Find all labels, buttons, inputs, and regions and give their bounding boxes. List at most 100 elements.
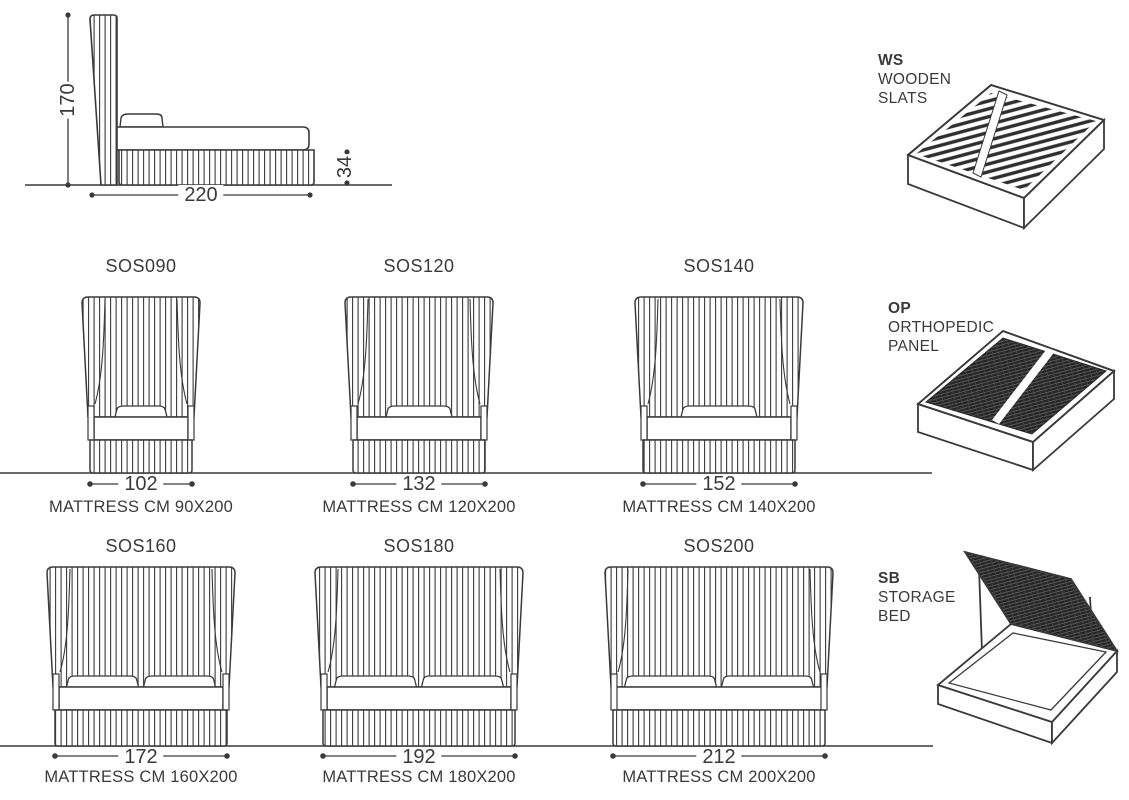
side-mattress: [116, 126, 310, 151]
mattress-label-sos120: MATTRESS CM 120X200: [322, 498, 516, 516]
side-length-label: 220: [178, 185, 224, 206]
width-label-sos200: 212: [696, 747, 742, 768]
model-title-sos090: SOS090: [105, 256, 177, 276]
model-title-sos160: SOS160: [105, 536, 177, 556]
mattress-band: [93, 416, 189, 441]
mattress-band: [356, 416, 482, 441]
mesh-panel: [924, 337, 1108, 435]
lid-strut-left: [978, 567, 983, 653]
headboard: [604, 566, 834, 688]
legend-ws-line2: SLATS: [878, 90, 928, 107]
legend-ws-code: WS: [878, 52, 904, 69]
wing-crease-left: [647, 298, 659, 405]
wing-crease-right: [809, 568, 821, 673]
wing-cap-right: [480, 405, 488, 441]
legend-op-line2: PANEL: [888, 338, 940, 355]
pillow: [680, 405, 758, 418]
model-title-sos200: SOS200: [683, 536, 755, 556]
bed-front-sos090: [81, 296, 201, 487]
pillow-left: [65, 675, 140, 688]
wing-crease-right: [779, 298, 791, 405]
mattress-label-sos180: MATTRESS CM 180X200: [322, 768, 516, 786]
center-rail: [972, 90, 1008, 178]
legend-storage-bed: SB STORAGE BED: [878, 569, 956, 626]
legend-sb-line1: STORAGE: [878, 589, 956, 606]
box-top-outline: [906, 83, 1106, 200]
pillow-left: [623, 675, 718, 688]
wing-cap-right: [790, 405, 798, 441]
wing-cap-right: [222, 673, 230, 711]
bed-front-sos160: [46, 566, 236, 759]
pillow-right: [142, 675, 217, 688]
wing-cap-left: [640, 405, 648, 441]
legend-op-code: OP: [888, 300, 911, 317]
base: [612, 709, 826, 747]
wing-cap-right: [187, 405, 195, 441]
mattress-band: [58, 686, 224, 711]
ws-wooden-slats-drawing: [906, 83, 1106, 231]
pillow-left: [333, 675, 418, 688]
base-height-dimension: [344, 149, 350, 186]
pillow-right: [420, 675, 505, 688]
box-rim-outer: [936, 623, 1119, 724]
base: [89, 439, 193, 474]
model-title-sos180: SOS180: [383, 536, 455, 556]
wing-cap-left: [350, 405, 358, 441]
bed-front-sos140: [634, 296, 804, 487]
width-label-sos140: 152: [696, 474, 742, 495]
headboard: [81, 296, 201, 418]
wing-crease-left: [327, 568, 339, 673]
wing-crease-left: [59, 568, 71, 673]
side-headboard: [89, 14, 118, 186]
headboard: [314, 566, 524, 688]
wing-crease-left: [617, 568, 629, 673]
side-pillow: [119, 113, 164, 128]
legend-ws-line1: WOODEN: [878, 71, 952, 88]
wing-crease-right: [469, 298, 481, 405]
mattress-band: [326, 686, 512, 711]
side-height-label: 170: [57, 81, 79, 119]
box-rim-inner: [947, 632, 1108, 711]
base: [322, 709, 516, 747]
mattress-label-sos200: MATTRESS CM 200X200: [622, 768, 816, 786]
op-orthopedic-panel-drawing: [916, 329, 1116, 472]
pillow: [385, 405, 453, 418]
width-label-sos090: 102: [118, 474, 164, 495]
wing-crease-right: [499, 568, 511, 673]
bed-front-sos120: [344, 296, 494, 487]
headboard: [344, 296, 494, 418]
model-title-sos120: SOS120: [383, 256, 455, 276]
width-label-sos120: 132: [396, 474, 442, 495]
legend-orthopedic-panel: OP ORTHOPEDIC PANEL: [888, 299, 994, 356]
wing-cap-left: [52, 673, 60, 711]
legend-sb-code: SB: [878, 570, 901, 587]
mattress-band: [646, 416, 792, 441]
wing-cap-left: [320, 673, 328, 711]
mattress-label-sos160: MATTRESS CM 160X200: [44, 768, 238, 786]
wing-cap-right: [820, 673, 828, 711]
wing-crease-right: [211, 568, 223, 673]
pillow-right: [720, 675, 815, 688]
box-top-outline: [916, 329, 1116, 444]
mattress-label-sos090: MATTRESS CM 90X200: [49, 498, 233, 516]
model-title-sos140: SOS140: [683, 256, 755, 276]
mattress-label-sos140: MATTRESS CM 140X200: [622, 498, 816, 516]
pillow: [114, 405, 168, 418]
wing-cap-left: [610, 673, 618, 711]
wing-cap-left: [87, 405, 95, 441]
base: [54, 709, 228, 747]
sb-storage-bed-drawing: [936, 550, 1119, 746]
legend-sb-line2: BED: [878, 608, 911, 625]
wing-crease-left: [94, 298, 106, 405]
headboard: [46, 566, 236, 688]
base: [642, 439, 796, 474]
base: [352, 439, 486, 474]
side-base-height-label: 34: [334, 153, 356, 181]
legend-wooden-slats: WS WOODEN SLATS: [878, 51, 951, 108]
side-base: [118, 149, 315, 186]
side-view-drawing: [25, 12, 392, 198]
headboard: [634, 296, 804, 418]
wing-cap-right: [510, 673, 518, 711]
